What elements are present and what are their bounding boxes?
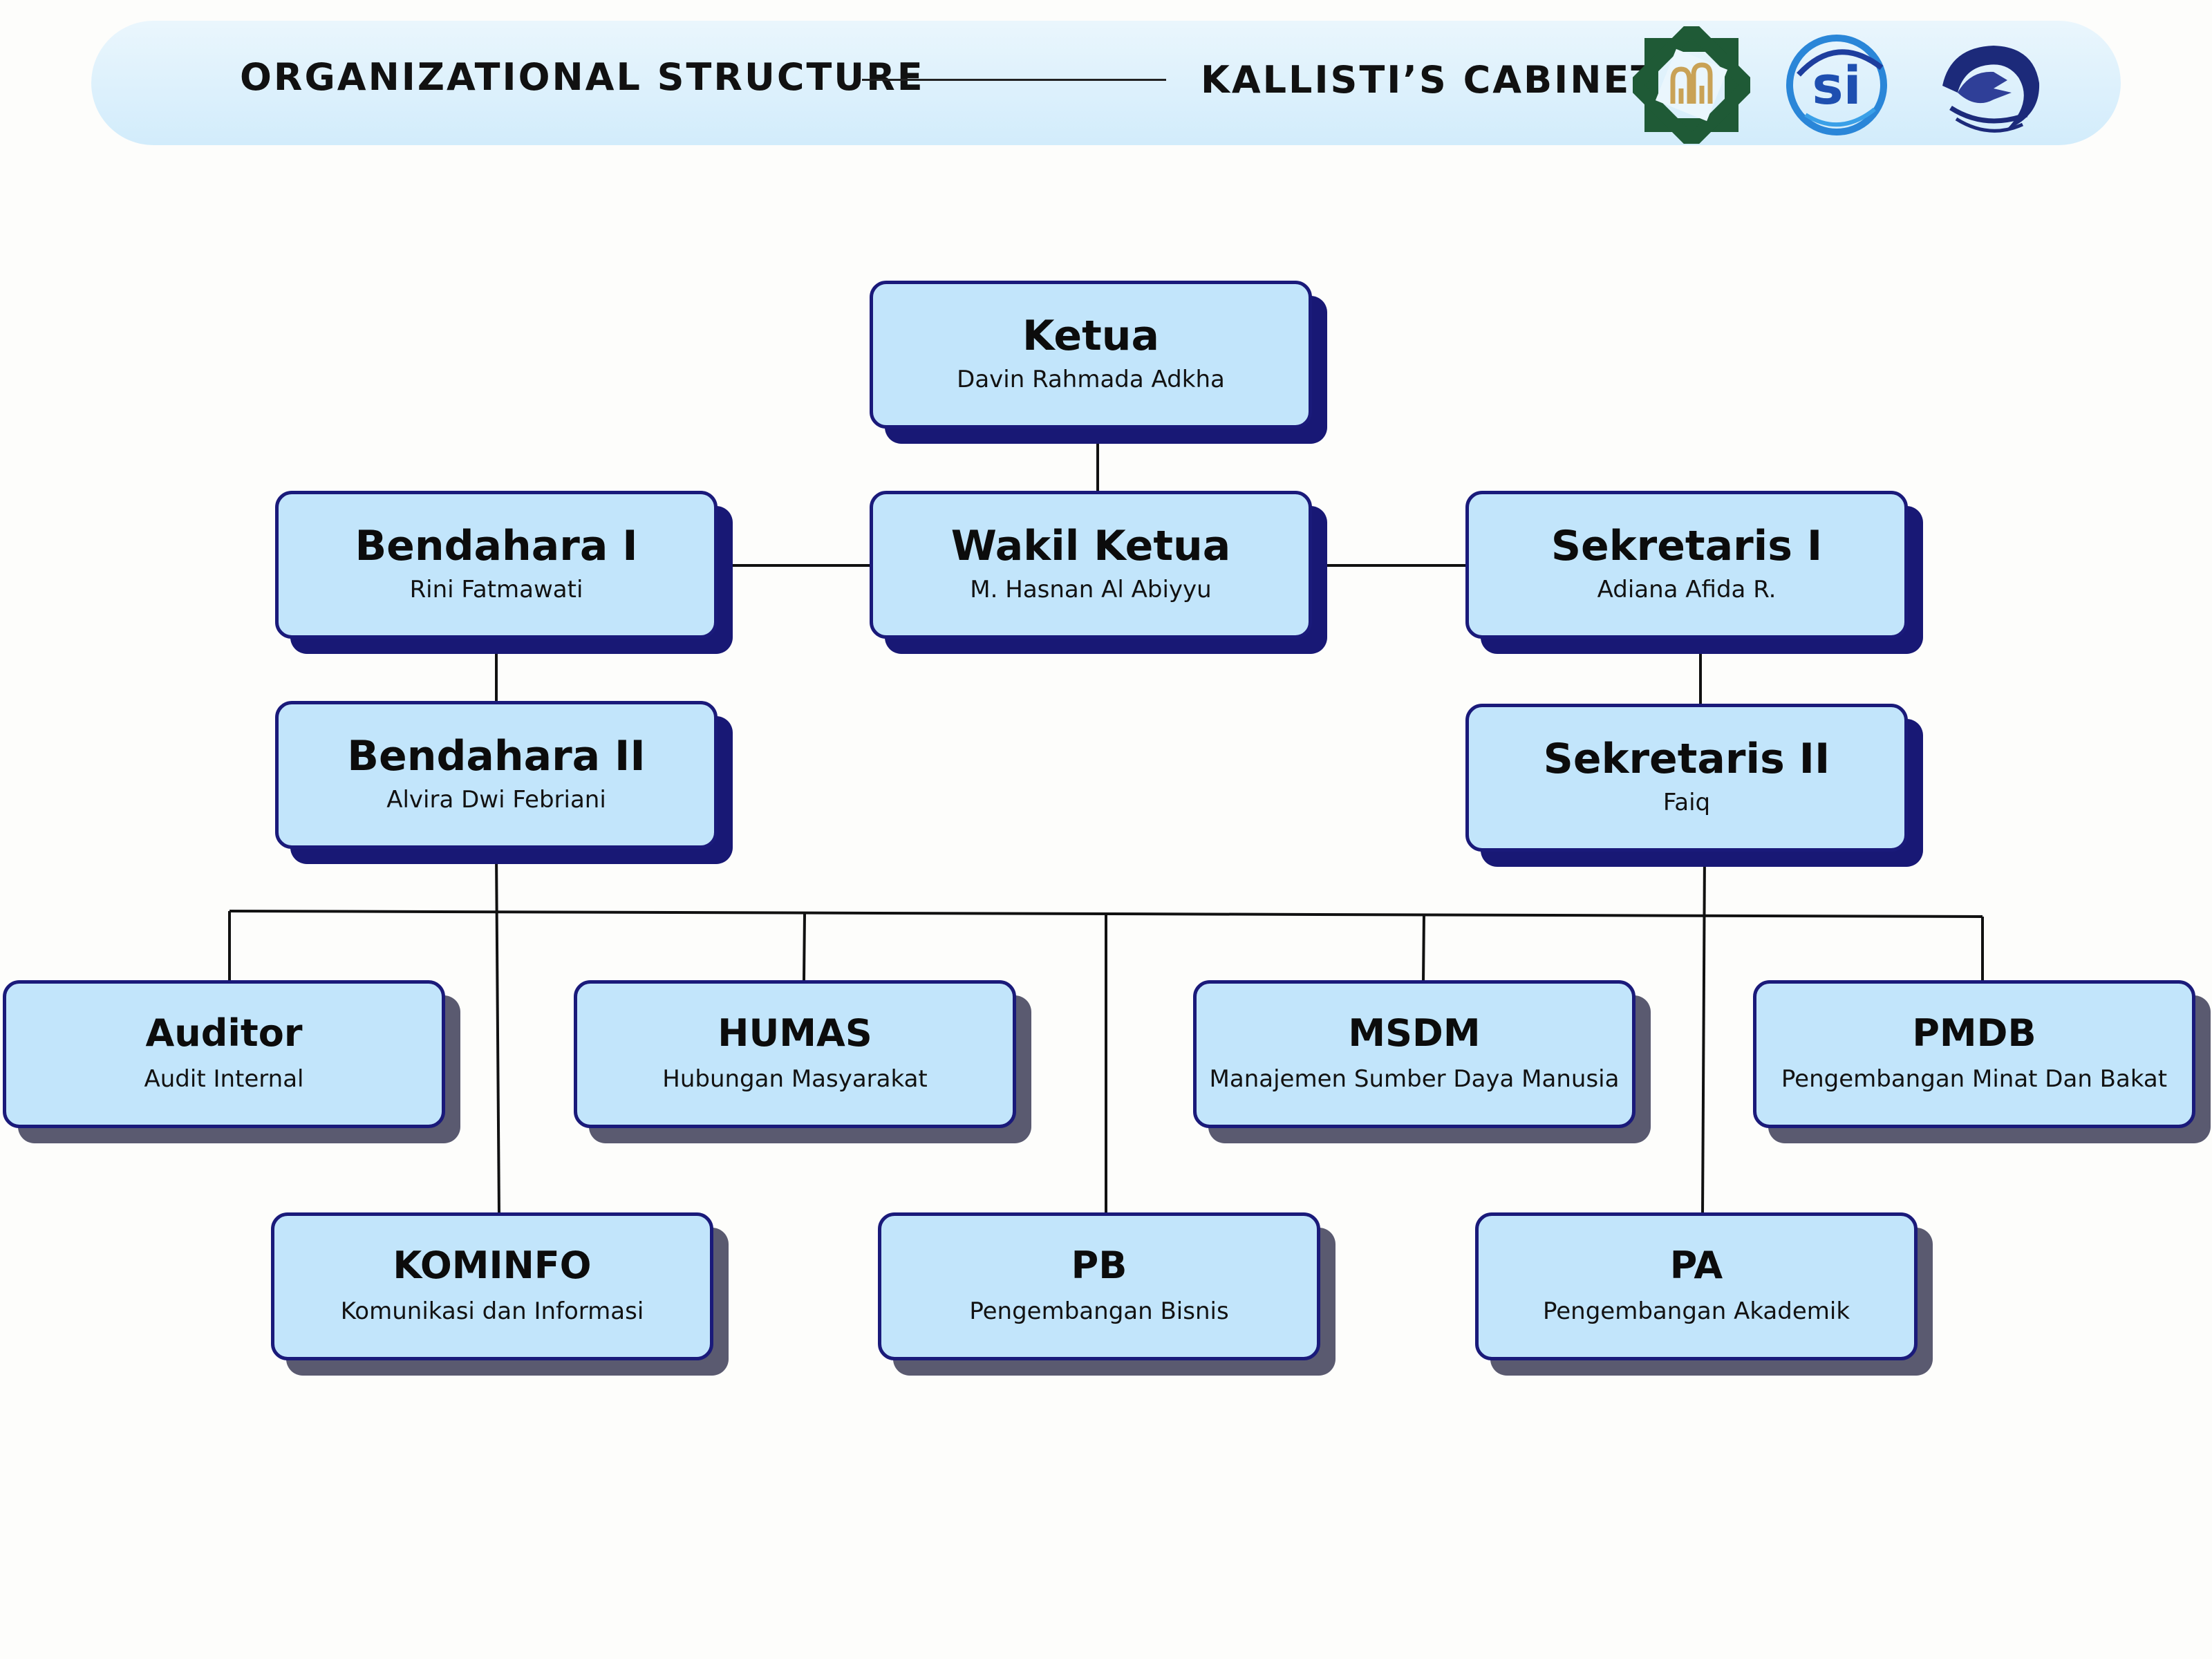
person-name: Rini Fatmawati xyxy=(409,576,583,603)
box-msdm: MSDM Manajemen Sumber Daya Manusia xyxy=(1193,980,1635,1128)
box-wakil-ketua: Wakil Ketua M. Hasnan Al Abiyyu xyxy=(870,491,1312,639)
role-label: Sekretaris I xyxy=(1550,522,1823,570)
box-auditor: Auditor Audit Internal xyxy=(3,980,445,1128)
person-name: Alvira Dwi Febriani xyxy=(386,786,606,814)
connector-humas xyxy=(803,913,806,981)
uin-logo-icon xyxy=(1633,26,1750,144)
wolf-logo-icon xyxy=(1942,46,2040,133)
connector-sekretaris-pa xyxy=(1701,853,1706,1216)
role-label: Sekretaris II xyxy=(1543,735,1830,783)
department-name: Pengembangan Akademik xyxy=(1542,1297,1850,1325)
box-ketua: Ketua Davin Rahmada Adkha xyxy=(870,281,1312,429)
box-humas: HUMAS Hubungan Masyarakat xyxy=(574,980,1016,1128)
connector-bendahara-kominfo xyxy=(495,853,500,1216)
role-label: Wakil Ketua xyxy=(950,522,1231,570)
department-name: Manajemen Sumber Daya Manusia xyxy=(1209,1065,1620,1093)
connector-msdm xyxy=(1422,913,1425,984)
box-bendahara-2: Bendahara II Alvira Dwi Febriani xyxy=(275,701,718,849)
box-pb: PB Pengembangan Bisnis xyxy=(878,1212,1320,1360)
department-name: Komunikasi dan Informasi xyxy=(340,1297,644,1325)
box-pa: PA Pengembangan Akademik xyxy=(1475,1212,1918,1360)
box-pmdb: PMDB Pengembangan Minat Dan Bakat xyxy=(1753,980,2195,1128)
box-bendahara-1: Bendahara I Rini Fatmawati xyxy=(275,491,718,639)
person-name: Faiq xyxy=(1662,789,1711,816)
department-code: PMDB xyxy=(1912,1011,2036,1055)
department-name: Audit Internal xyxy=(144,1065,304,1093)
department-code: KOMINFO xyxy=(393,1244,592,1287)
department-name: Pengembangan Minat Dan Bakat xyxy=(1781,1065,2168,1093)
header-title: ORGANIZATIONAL STRUCTURE xyxy=(240,55,925,99)
header-banner: ORGANIZATIONAL STRUCTURE KALLISTI’S CABI… xyxy=(91,21,2121,145)
header-divider-line xyxy=(862,79,1166,81)
person-name: Davin Rahmada Adkha xyxy=(957,366,1225,393)
role-label: Bendahara II xyxy=(347,732,646,780)
person-name: M. Hasnan Al Abiyyu xyxy=(970,576,1212,603)
role-label: Ketua xyxy=(1022,312,1160,360)
si-logo-icon: si xyxy=(1786,35,1887,135)
cabinet-title: KALLISTI’S CABINET xyxy=(1201,58,1659,102)
department-name: Hubungan Masyarakat xyxy=(662,1065,928,1093)
box-sekretaris-2: Sekretaris II Faiq xyxy=(1465,704,1908,852)
si-logo-text: si xyxy=(1812,55,1861,116)
department-code: PA xyxy=(1669,1244,1723,1287)
box-kominfo: KOMINFO Komunikasi dan Informasi xyxy=(271,1212,713,1360)
role-label: Bendahara I xyxy=(355,522,638,570)
box-sekretaris-1: Sekretaris I Adiana Afida R. xyxy=(1465,491,1908,639)
department-code: HUMAS xyxy=(718,1011,872,1055)
department-code: PB xyxy=(1071,1244,1127,1287)
person-name: Adiana Afida R. xyxy=(1597,576,1777,603)
department-code: MSDM xyxy=(1348,1011,1481,1055)
department-name: Pengembangan Bisnis xyxy=(969,1297,1229,1325)
department-code: Auditor xyxy=(145,1011,303,1055)
